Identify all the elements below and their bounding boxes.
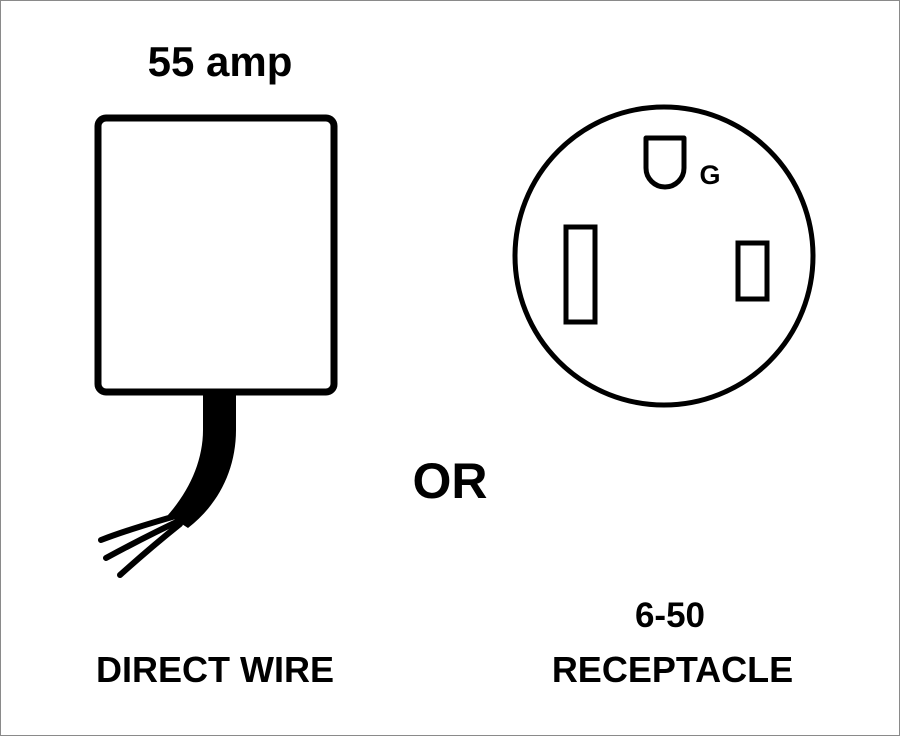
direct-wire-caption: DIRECT WIRE	[96, 649, 334, 690]
or-separator: OR	[412, 453, 488, 509]
wire-strand-icon	[117, 521, 183, 578]
receptacle-type-code: 6-50	[634, 596, 706, 635]
ground-label: G	[699, 160, 721, 190]
ground-slot-icon	[643, 135, 687, 190]
cable-icon	[168, 390, 236, 528]
amp-rating-label: 55 amp	[147, 38, 293, 85]
wire-strand-icon	[103, 516, 186, 561]
wire-strand-icon	[98, 510, 189, 543]
left-blade-slot-icon	[563, 224, 598, 325]
receptacle-face-icon	[512, 104, 816, 408]
receptacle-caption: RECEPTACLE	[551, 649, 794, 690]
junction-box-icon	[94, 114, 338, 396]
right-blade-slot-icon	[735, 240, 770, 302]
